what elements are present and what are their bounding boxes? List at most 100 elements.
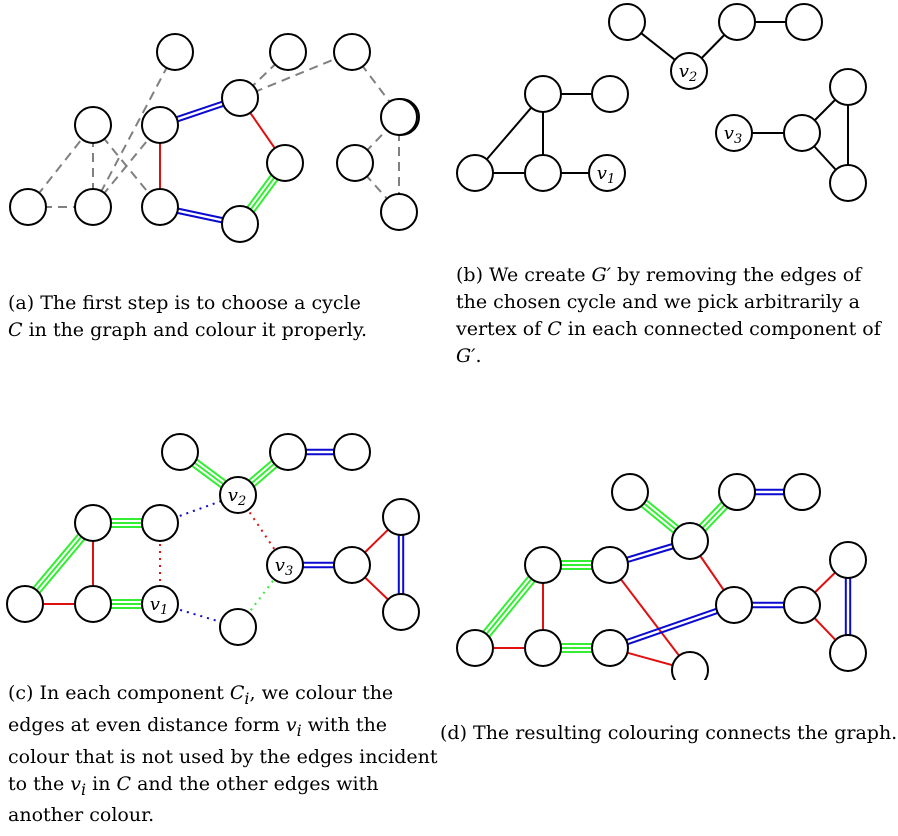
- caption-c-sub2: i: [296, 720, 302, 740]
- vertex-node: [588, 154, 626, 192]
- panel-a-graph: [9, 33, 420, 243]
- panel-c-graph: v2 v1 v3: [6, 433, 420, 646]
- vertex-node: [161, 433, 199, 471]
- vertex-node: [456, 154, 494, 192]
- panel-b-graph: v2 v1 v3: [456, 3, 867, 202]
- vertex-node: [336, 144, 374, 182]
- vertex-label: v2: [228, 485, 246, 509]
- vertex-node: [269, 433, 307, 471]
- vertex-node: [524, 546, 562, 584]
- vertex-node: [718, 473, 756, 511]
- vertex-node: [524, 75, 562, 113]
- caption-a-line2: in the graph and colour it properly.: [22, 319, 368, 341]
- vertex-node: [266, 144, 304, 182]
- caption-c-pre: (c) In each component: [8, 682, 230, 704]
- caption-c-post: and the other edges with another colour.: [8, 772, 379, 827]
- vertex-node: [715, 114, 753, 152]
- caption-c-var2: v: [285, 713, 297, 736]
- vertex-node: [333, 546, 371, 584]
- caption-b-mid: by removing the edges of the chosen cycl…: [456, 264, 862, 340]
- vertex-node: [333, 433, 371, 471]
- caption-c-mid3: in: [86, 772, 117, 795]
- vertex-node: [141, 188, 179, 226]
- caption-c: (c) In each component Ci, we colour the …: [8, 680, 438, 829]
- vertex-node: [524, 629, 562, 667]
- edge-a7-a8: [239, 51, 289, 99]
- vertex-label: v3: [724, 123, 742, 147]
- vertex-node: [611, 473, 649, 511]
- vertex-node: [785, 3, 823, 41]
- caption-b-mid2: in each connected component of: [561, 318, 881, 340]
- vertex-node: [671, 522, 709, 560]
- vertex-node: [829, 68, 867, 106]
- vertex-node: [380, 98, 418, 136]
- caption-b-post: .: [475, 345, 482, 367]
- vertex-node: [74, 585, 112, 623]
- caption-b-var2: C: [547, 318, 562, 340]
- vertex-node: [380, 193, 418, 231]
- caption-c-sub: i: [244, 688, 250, 708]
- vertex-node: [141, 585, 179, 623]
- panel-d-graph: [456, 473, 867, 680]
- caption-c-mid: , we colour the edges at even distance f…: [8, 682, 394, 736]
- vertex-node: [829, 164, 867, 202]
- vertex-node: [269, 33, 307, 71]
- panel-d-nodes: [456, 473, 867, 680]
- edge-a13-a15: [354, 162, 400, 213]
- vertex-node: [382, 593, 420, 631]
- vertex-node: [829, 541, 867, 579]
- vertex-node: [219, 476, 257, 514]
- vertex-node: [141, 106, 179, 144]
- vertex-node: [829, 634, 867, 672]
- vertex-node: [670, 52, 708, 90]
- edge-a8-a9: [239, 51, 353, 99]
- caption-b-var: G′: [591, 264, 612, 286]
- vertex-node: [591, 546, 629, 584]
- vertex-label: v2: [679, 61, 697, 85]
- vertex-node: [718, 3, 756, 41]
- caption-b: (b) We create G′ by removing the edges o…: [456, 262, 896, 370]
- vertex-node: [524, 154, 562, 192]
- vertex-node: [591, 75, 629, 113]
- vertex-node: [783, 114, 821, 152]
- vertex-node: [333, 33, 371, 71]
- caption-b-pre: (b) We create: [456, 264, 592, 286]
- edge-d6-d10: [609, 564, 691, 671]
- caption-d-text: (d) The resulting colouring connects the…: [440, 722, 898, 744]
- caption-b-var3: G′: [456, 345, 476, 367]
- panel-b-nodes: v2 v1 v3: [456, 3, 867, 202]
- vertex-node: [591, 629, 629, 667]
- vertex-node: [783, 586, 821, 624]
- vertex-node: [221, 79, 259, 117]
- edge-d9-d16: [608, 601, 734, 647]
- caption-c-var4: C: [116, 772, 132, 795]
- caption-c-var3: v: [70, 772, 82, 795]
- panel-c-nodes: v2 v1 v3: [6, 433, 420, 646]
- vertex-node: [6, 585, 44, 623]
- vertex-node: [671, 651, 709, 680]
- vertex-node: [456, 629, 494, 667]
- vertex-node: [608, 3, 646, 41]
- vertex-node: [9, 188, 47, 226]
- vertex-node: [715, 586, 753, 624]
- vertex-node: [219, 608, 257, 646]
- caption-c-mid2: with the colour that is not used by the …: [8, 713, 438, 795]
- caption-d: (d) The resulting colouring connects the…: [440, 720, 898, 747]
- caption-c-var: C: [229, 682, 245, 704]
- vertex-label: v1: [150, 594, 168, 618]
- vertex-label: v3: [275, 555, 293, 579]
- caption-a-var: C: [8, 319, 23, 341]
- caption-a: (a) The first step is to choose a cycle …: [8, 290, 428, 344]
- vertex-node: [74, 188, 112, 226]
- figure-canvas: v2 v1 v3 v2 v1 v3: [6, 3, 867, 680]
- panel-a-nodes: [9, 33, 420, 243]
- vertex-node: [74, 504, 112, 542]
- caption-a-line1: (a) The first step is to choose a cycle: [8, 292, 361, 314]
- vertex-label: v1: [597, 163, 615, 187]
- vertex-node: [141, 504, 179, 542]
- caption-c-sub3: i: [81, 779, 87, 799]
- vertex-node: [74, 106, 112, 144]
- edge-d9-d16: [610, 606, 736, 652]
- vertex-node: [266, 546, 304, 584]
- vertex-node: [156, 33, 194, 71]
